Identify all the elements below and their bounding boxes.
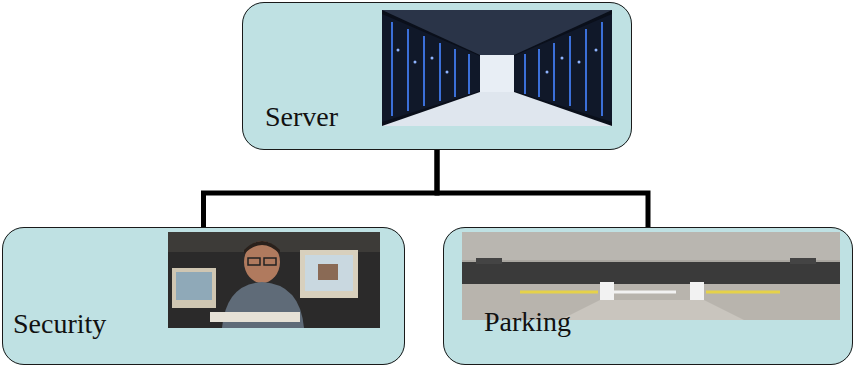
parking-box: Parking xyxy=(443,227,853,365)
node-label: Parking xyxy=(484,306,571,338)
node-label: Server xyxy=(265,101,338,133)
node-label: Security xyxy=(13,308,106,340)
box-fill xyxy=(2,227,405,365)
tree-connector xyxy=(204,150,438,227)
security-box: Security xyxy=(2,227,405,365)
tree-connector xyxy=(437,150,648,227)
security-illustration xyxy=(168,232,380,328)
box-fill xyxy=(242,2,632,150)
server-room-illustration xyxy=(382,10,612,126)
box-fill xyxy=(443,227,853,365)
server-box: Server xyxy=(242,2,632,150)
